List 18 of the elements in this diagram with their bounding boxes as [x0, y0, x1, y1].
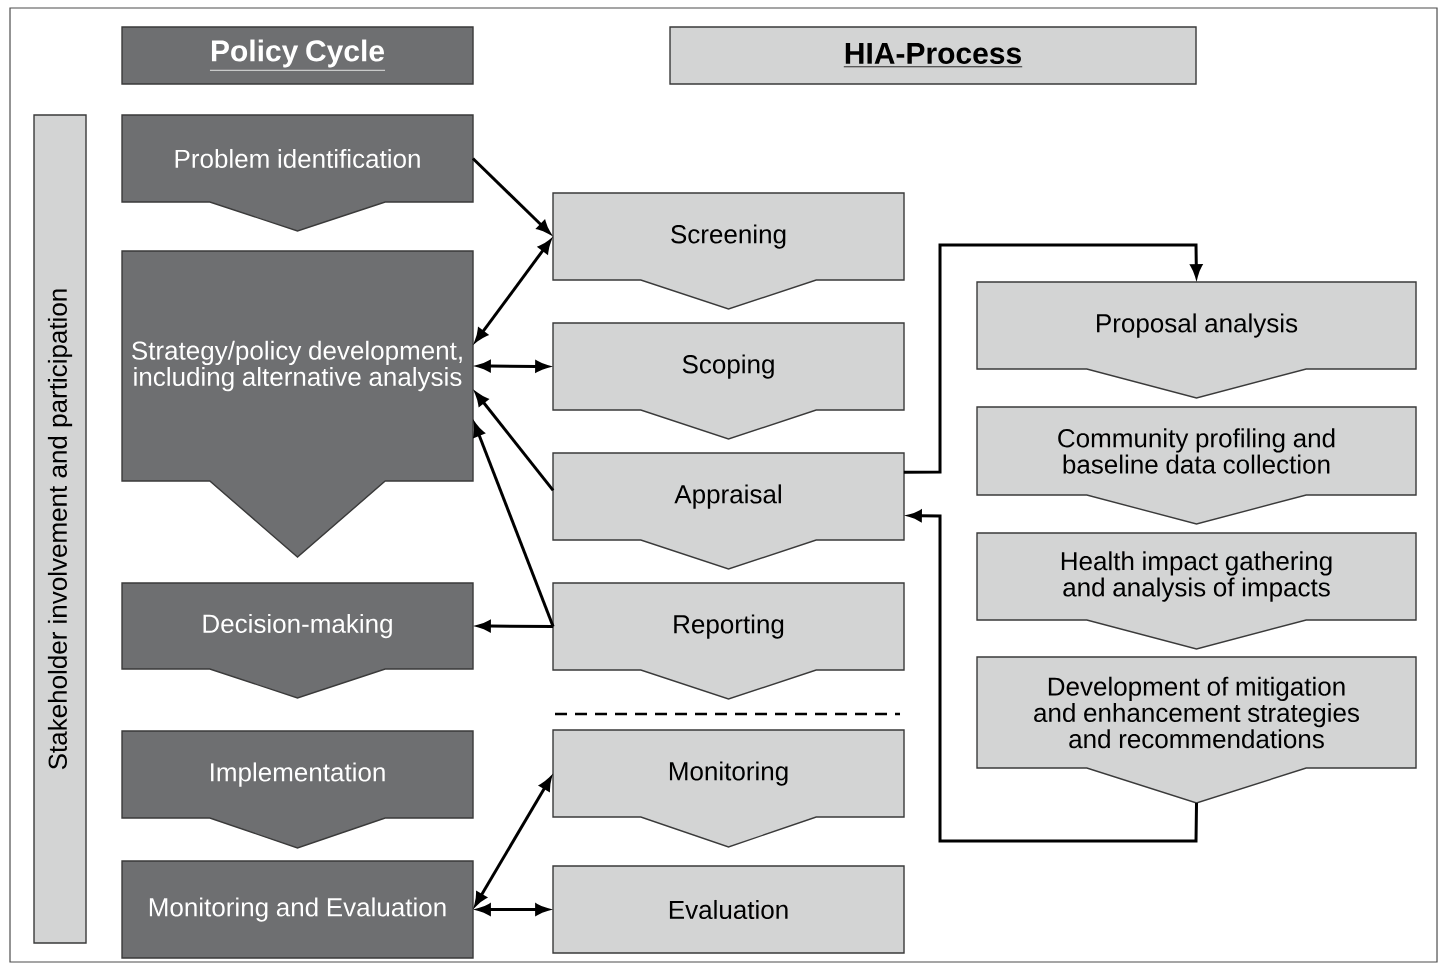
- chevron-box: Appraisal: [552, 452, 905, 570]
- chevron-box: Evaluation: [552, 865, 905, 954]
- chevron-box: Reporting: [552, 582, 905, 700]
- arrow: [471, 157, 551, 234]
- chevron-box: Proposal analysis: [976, 281, 1417, 399]
- header-box: HIA-Process: [669, 26, 1197, 85]
- chevron-box: Implementation: [121, 730, 474, 849]
- side-bar: Stakeholder involvement and participation: [33, 114, 87, 944]
- arrow: [903, 243, 1203, 474]
- chevron-box: Community profiling and baseline data collection: [976, 406, 1417, 525]
- chevron-box: Scoping: [552, 322, 905, 440]
- header-box: Policy Cycle: [121, 26, 474, 85]
- chevron-box: Strategy/policy development, including alternative analysis: [121, 250, 474, 558]
- chevron-box: Problem identification: [121, 114, 474, 232]
- chevron-box: Monitoring and Evaluation: [121, 860, 474, 959]
- chevron-box: Monitoring: [552, 729, 905, 848]
- chevron-box: Decision-making: [121, 582, 474, 699]
- chevron-box: Screening: [552, 192, 905, 310]
